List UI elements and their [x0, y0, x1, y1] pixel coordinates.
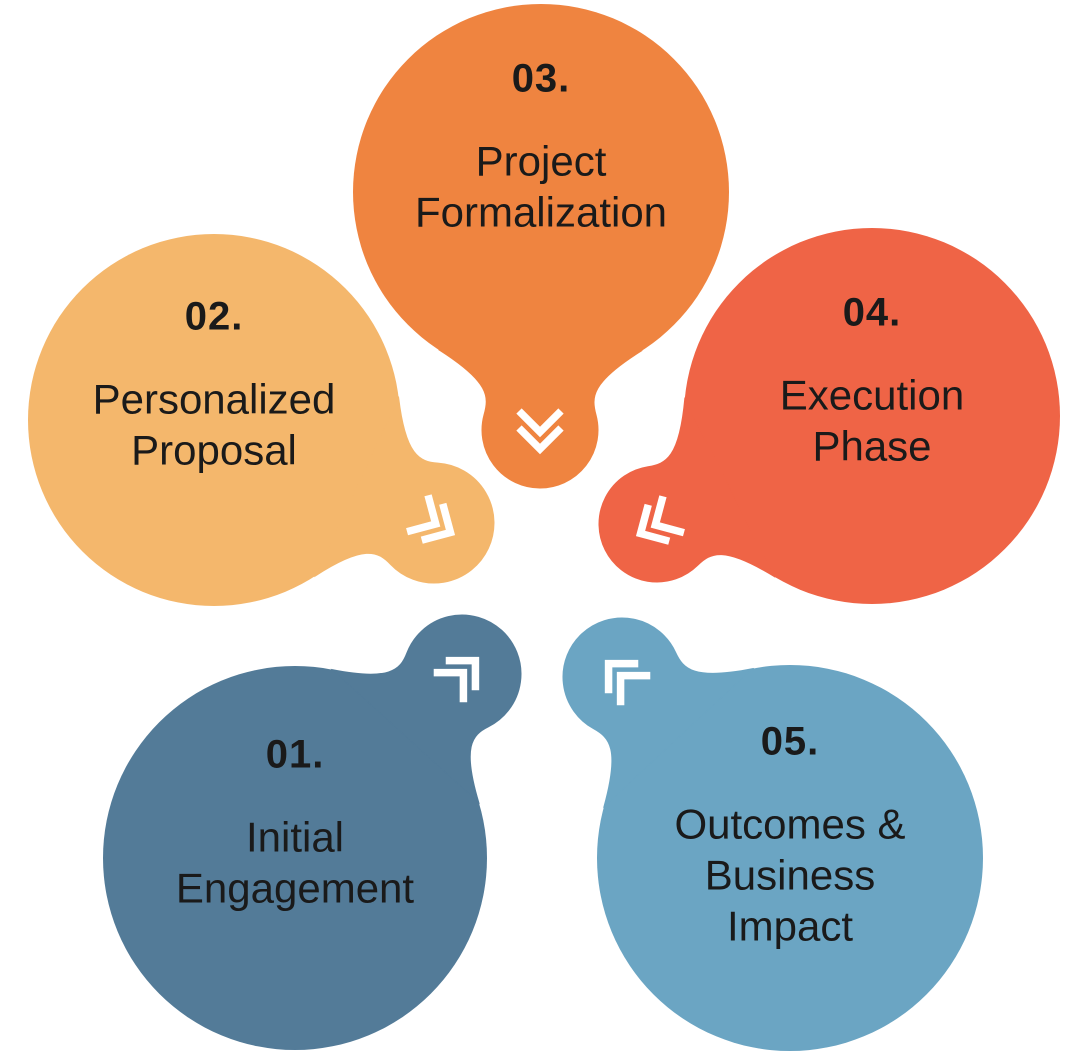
step-04-main-circle: [684, 228, 1060, 604]
step-05-blob: [562, 617, 983, 1051]
double-chevron-icon: [406, 494, 456, 544]
step-03-neck: [437, 349, 643, 489]
step-01-blob: [103, 614, 522, 1050]
double-chevron-icon: [635, 495, 685, 545]
double-chevron-icon: [433, 656, 480, 703]
step-03-main-circle: [353, 4, 729, 380]
step-03-blob: [353, 4, 729, 489]
step-04-blob: [598, 228, 1060, 604]
step-01-main-circle: [103, 666, 487, 1050]
double-chevron-icon: [604, 659, 651, 706]
step-05-main-circle: [597, 665, 983, 1051]
double-chevron-icon: [516, 408, 564, 455]
step-02-blob: [28, 234, 495, 606]
step-02-main-circle: [28, 234, 400, 606]
